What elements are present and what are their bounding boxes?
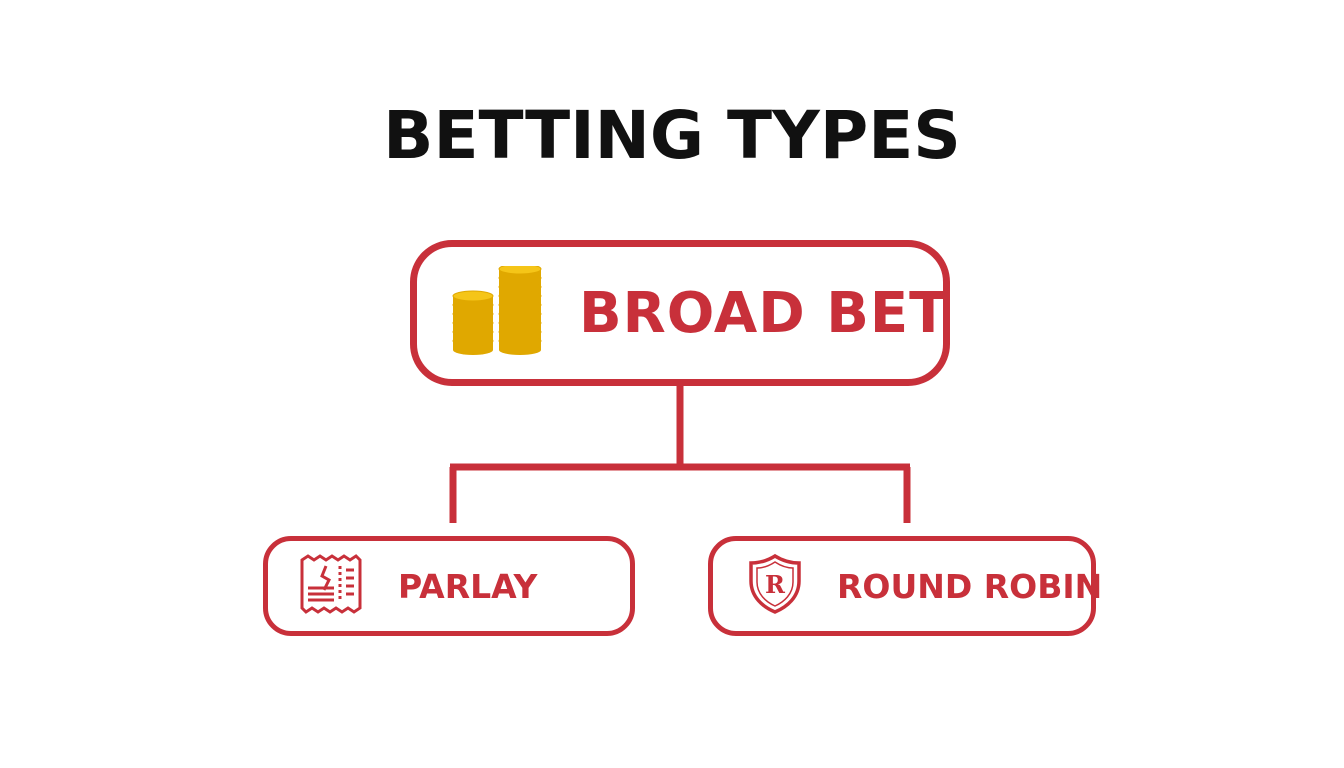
shield-inner [756,561,794,607]
broad-bet-node: BROAD BET [410,240,950,386]
ticket-tear [320,565,331,591]
round-robin-node: R ROUND ROBIN [708,536,1102,636]
right-stack-coin-face [498,263,542,275]
coin-stack-icon [451,263,543,360]
parlay-node: PARLAY [263,536,635,636]
parlay-label: PARLAY [398,566,538,606]
svg-text:R: R [765,570,786,599]
round-robin-label: ROUND ROBIN [837,566,1103,606]
broad-bet-label: BROAD BET [579,280,949,346]
page-title: BETTING TYPES [383,97,961,174]
ticket-outline [300,554,362,614]
ticket-icon [298,554,364,618]
shield-outline [749,553,801,614]
shield-r-icon: R [747,553,803,619]
left-stack-coin-face [452,290,494,302]
